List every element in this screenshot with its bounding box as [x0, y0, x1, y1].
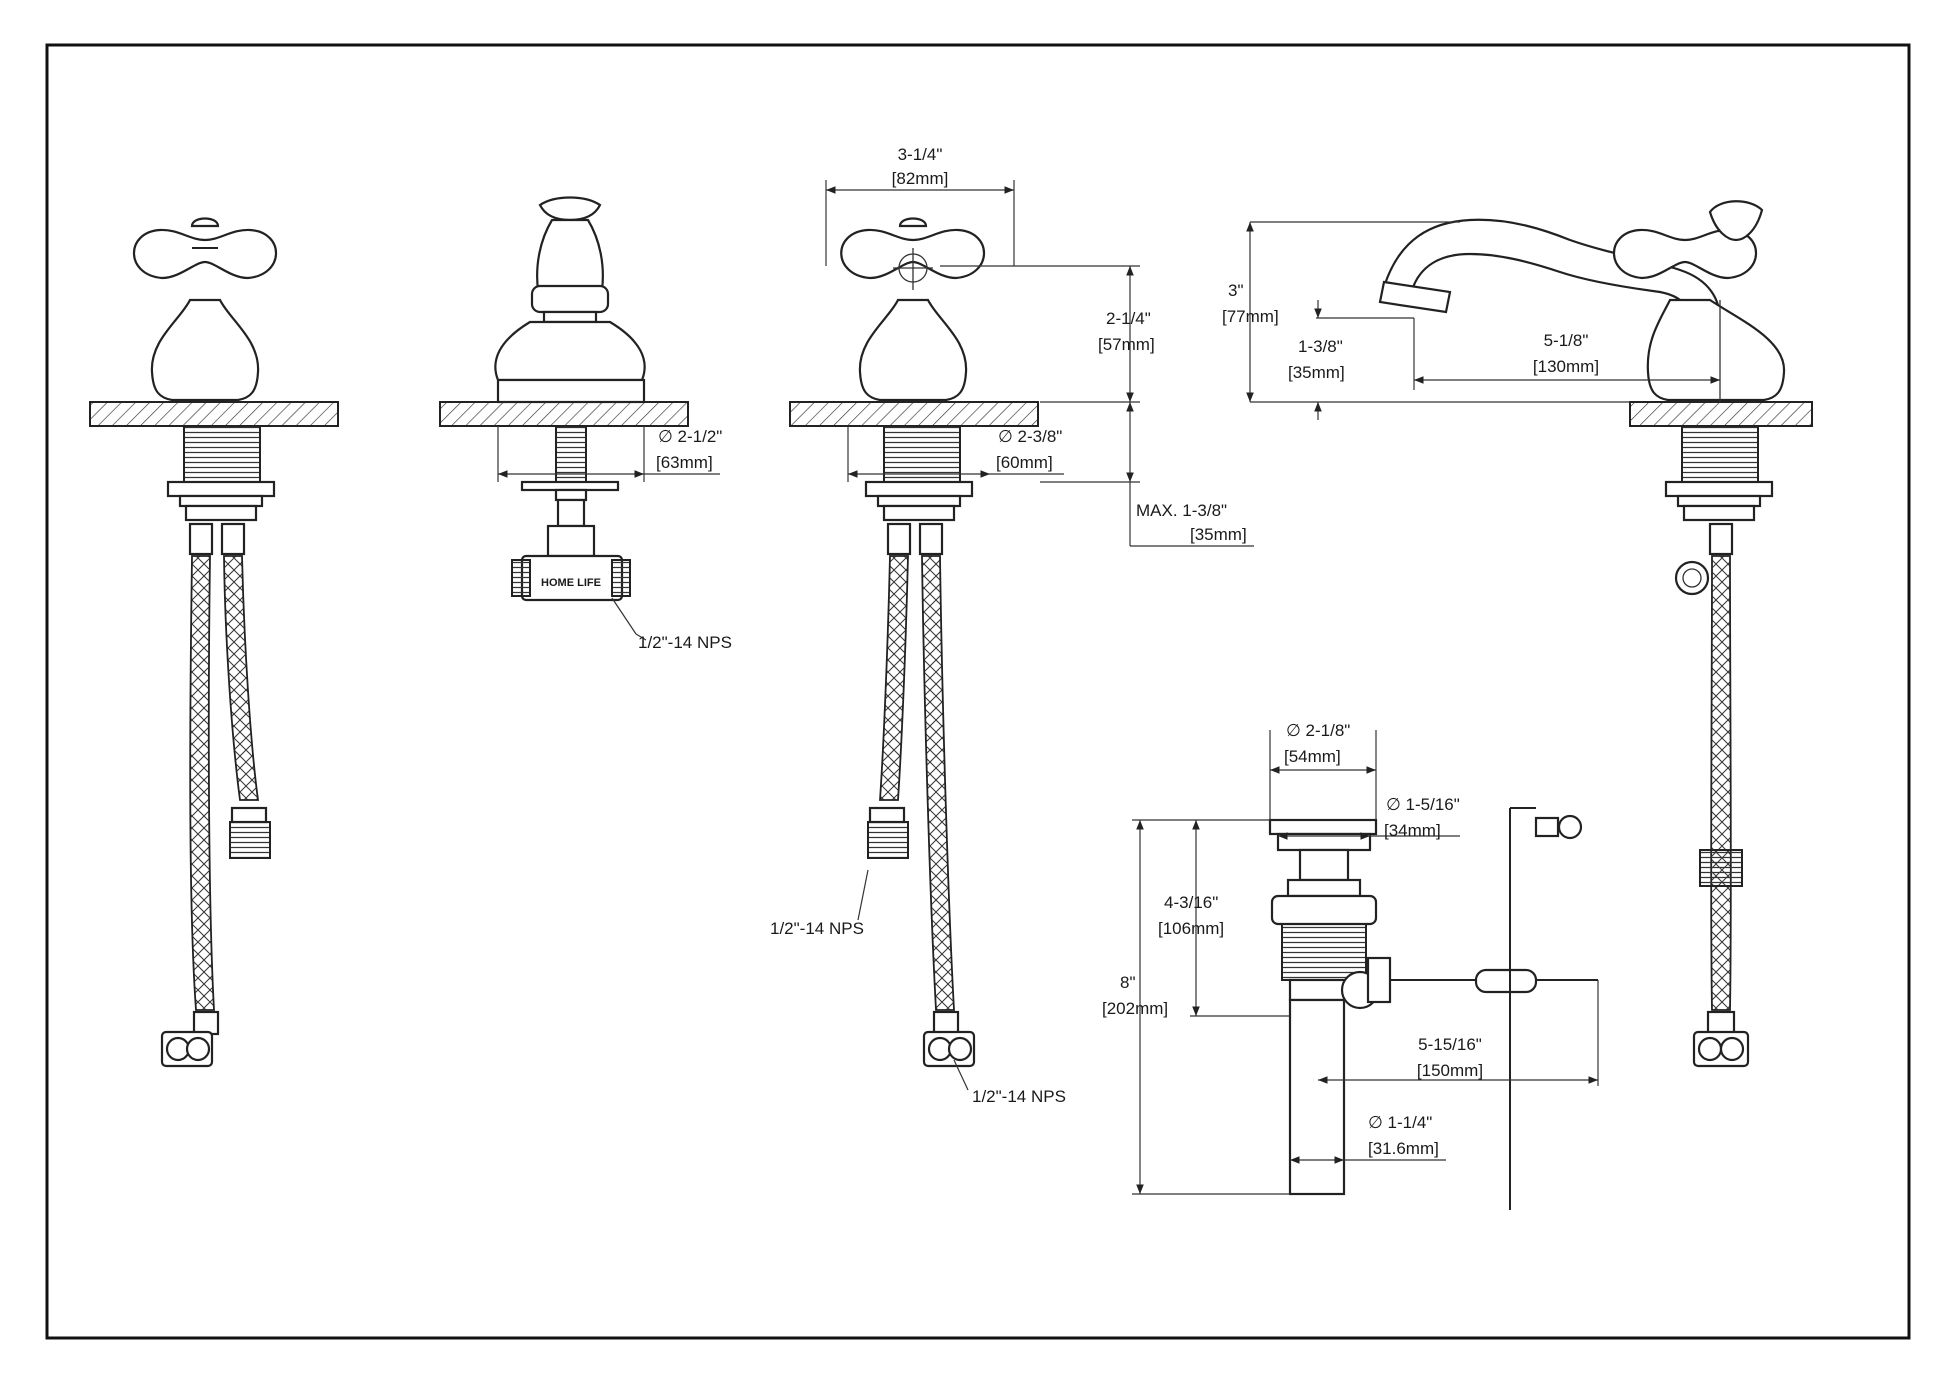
max-deck-label: MAX. 1-3/8" [1136, 501, 1227, 520]
supply-hose [879, 555, 909, 801]
drawing-border [45, 43, 1911, 1340]
flange-diameter-label: ∅ 2-1/8" [1286, 721, 1350, 740]
thread-spec-label: 1/2"-14 NPS [770, 919, 864, 938]
spout-height-label: 3" [1228, 281, 1244, 300]
faucet-side-view: 3" [77mm] 1-3/8" [35mm] 5-1/8" [130mm] [1222, 200, 1813, 1068]
rod-length-mm: [150mm] [1417, 1061, 1483, 1080]
front-handle-view: 3-1/4" [82mm] 2-1/4" [57mm] MAX. 1-3/8" … [770, 145, 1254, 1106]
spout-reach-label: 5-1/8" [1544, 331, 1589, 350]
spout-clearance-mm: [35mm] [1288, 363, 1345, 382]
tail-diameter-label: ∅ 1-1/4" [1368, 1113, 1432, 1132]
drain-assembly-view: ∅ 2-1/8" [54mm] ∅ 1-5/16" [34mm] 4-3/16"… [1102, 721, 1599, 1210]
body-diameter-label: ∅ 1-5/16" [1386, 795, 1460, 814]
supply-hose [1710, 555, 1732, 1011]
max-deck-mm: [35mm] [1190, 525, 1247, 544]
brand-mark: HOME LIFE [541, 577, 601, 589]
body-height-mm: [106mm] [1158, 919, 1224, 938]
flange-diameter-mm: [54mm] [1284, 747, 1341, 766]
spout-height-mm: [77mm] [1222, 307, 1279, 326]
spout-reach-mm: [130mm] [1533, 357, 1599, 376]
deck-section [89, 401, 339, 427]
rod-length-label: 5-15/16" [1418, 1035, 1482, 1054]
mounting-shank [183, 425, 261, 483]
handle-height-label: 2-1/4" [1106, 309, 1151, 328]
spout-side-view: HOME LIFE ∅ 2-1/2" [63mm] 1/2"-14 NPS [439, 196, 732, 652]
supply-hose [189, 555, 215, 1011]
supply-hose [921, 555, 955, 1011]
base-diameter-front-mm: [60mm] [996, 453, 1053, 472]
total-height-label: 8" [1120, 973, 1136, 992]
spout-clearance-label: 1-3/8" [1298, 337, 1343, 356]
body-diameter-mm: [34mm] [1384, 821, 1441, 840]
handle-height-mm: [57mm] [1098, 335, 1155, 354]
base-diameter-front-label: ∅ 2-3/8" [998, 427, 1062, 446]
tail-diameter-mm: [31.6mm] [1368, 1139, 1439, 1158]
overall-width-mm: [82mm] [892, 169, 949, 188]
supply-hose [223, 555, 260, 801]
base-diameter-side-label: ∅ 2-1/2" [658, 427, 722, 446]
total-height-mm: [202mm] [1102, 999, 1168, 1018]
thread-spec-label: 1/2"-14 NPS [972, 1087, 1066, 1106]
body-height-label: 4-3/16" [1164, 893, 1218, 912]
left-handle-view [89, 217, 339, 1068]
thread-spec-label: 1/2"-14 NPS [638, 633, 732, 652]
overall-width-label: 3-1/4" [898, 145, 943, 164]
base-diameter-side-mm: [63mm] [656, 453, 713, 472]
